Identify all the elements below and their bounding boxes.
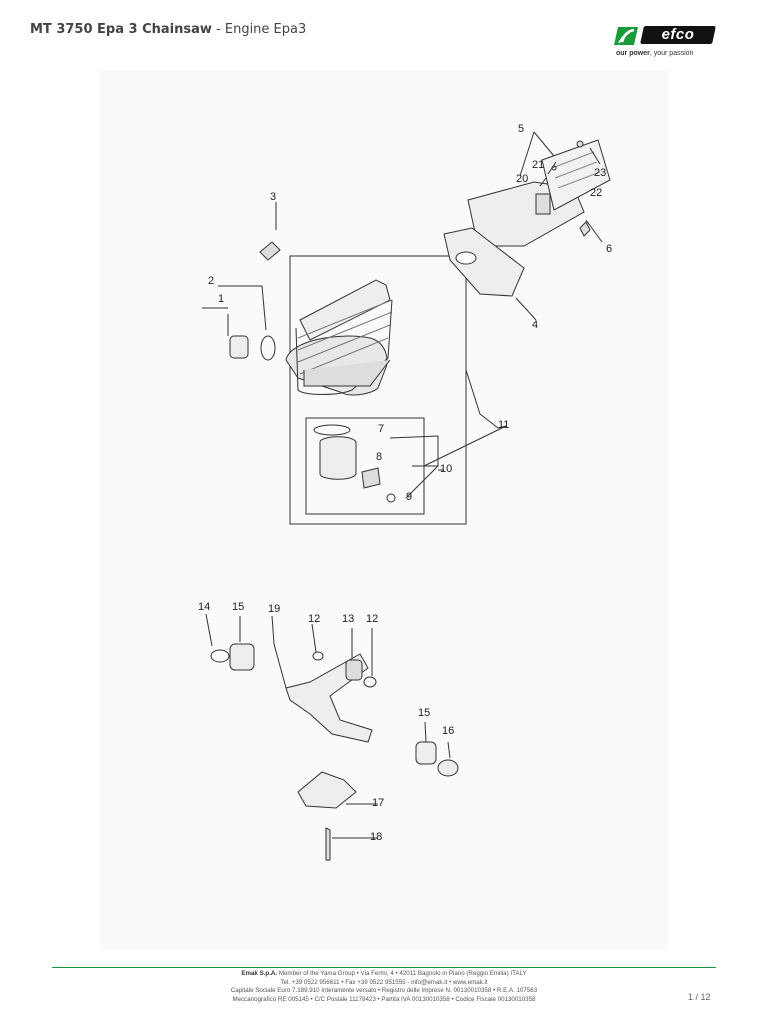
part-1: [229, 335, 249, 359]
callout-9: 9: [406, 491, 412, 503]
page-number: 1 / 12: [688, 992, 711, 1002]
callout-14: 14: [198, 601, 210, 613]
exploded-parts-diagram: 1 2 3 4 5 6 7 8 9 10 11 12 12 13 14 15 1…: [100, 70, 668, 950]
part-12-right: [363, 676, 377, 688]
part-4: [443, 227, 525, 297]
part-15-right: [415, 741, 437, 765]
callout-18: 18: [370, 831, 382, 843]
footer-line-1: Emak S.p.A. Member of the Yama Group • V…: [241, 970, 527, 977]
callout-2: 2: [208, 275, 214, 287]
efco-mark-icon: [614, 27, 638, 45]
part-piston: [319, 436, 357, 480]
part-9: [386, 493, 396, 503]
logo-wordmark: efco: [661, 26, 695, 43]
callout-21: 21: [532, 159, 544, 171]
part-23: [576, 140, 584, 148]
footer-rule: [52, 967, 716, 968]
part-17: [297, 771, 357, 809]
part-7: [313, 424, 351, 436]
callout-1: 1: [218, 293, 224, 305]
part-16: [437, 759, 459, 777]
callout-16: 16: [442, 725, 454, 737]
part-3: [259, 241, 281, 261]
section-name: - Engine Epa3: [211, 22, 307, 37]
company-footer: Emak S.p.A. Member of the Yama Group • V…: [52, 970, 716, 1004]
efco-logo: efco our power, your passion: [612, 22, 720, 66]
footer-line-4: Meccanografico RE 005145 • C/C Postale 1…: [232, 995, 536, 1003]
part-6: [579, 221, 591, 237]
callout-4: 4: [532, 319, 538, 331]
callout-23: 23: [594, 167, 606, 179]
callout-6: 6: [606, 243, 612, 255]
footer-line-2: Tel. +39 0522 956611 • Fax +39 0522 9515…: [280, 978, 488, 986]
part-20: [535, 193, 551, 215]
callout-3: 3: [270, 191, 276, 203]
callout-15a: 15: [232, 601, 244, 613]
callout-11: 11: [498, 419, 509, 431]
logo-tagline: our power, your passion: [616, 50, 694, 57]
callout-12b: 12: [366, 613, 378, 625]
callout-19: 19: [268, 603, 280, 615]
callout-22: 22: [590, 187, 602, 199]
callout-8: 8: [376, 451, 382, 463]
part-12-left: [312, 651, 324, 661]
callout-20: 20: [516, 173, 528, 185]
cylinder-kit-frame: [289, 255, 467, 525]
parts-drawing: 1 2 3 4 5 6 7 8 9 10 11 12 12 13 14 15 1…: [198, 123, 612, 861]
model-name: MT 3750 Epa 3 Chainsaw: [30, 22, 212, 37]
callout-5: 5: [518, 123, 524, 135]
part-14: [210, 649, 230, 663]
callout-10: 10: [440, 463, 452, 475]
callout-13: 13: [342, 613, 354, 625]
part-15-left: [229, 643, 255, 671]
callout-7: 7: [378, 423, 384, 435]
part-2: [260, 335, 276, 361]
footer-line-3: Capitale Sociale Euro 7.189.910 Interame…: [230, 987, 538, 995]
callout-12a: 12: [308, 613, 320, 625]
document-title: MT 3750 Epa 3 Chainsaw - Engine Epa3: [30, 22, 306, 37]
part-18: [325, 827, 331, 861]
part-8: [361, 467, 381, 489]
callout-15b: 15: [418, 707, 430, 719]
callout-17: 17: [372, 797, 384, 809]
part-13: [345, 659, 363, 681]
